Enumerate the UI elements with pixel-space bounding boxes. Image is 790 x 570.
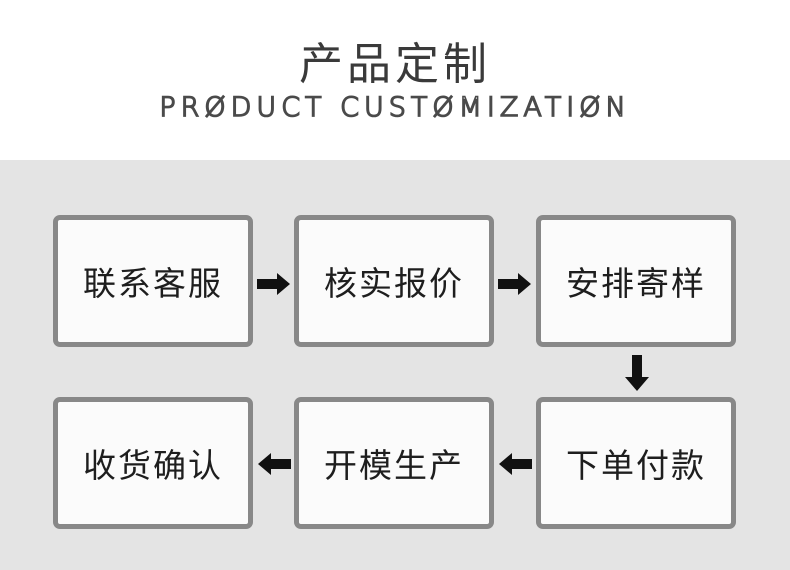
step-mold-production: 开模生产	[294, 397, 494, 529]
arrow-left-icon	[258, 453, 291, 475]
step-order-payment: 下单付款	[536, 397, 736, 529]
step-label: 核实报价	[324, 264, 464, 303]
step-label: 联系客服	[83, 264, 223, 303]
arrow-left-icon	[499, 453, 532, 475]
arrow-right-icon	[498, 273, 531, 295]
step-contact-service: 联系客服	[53, 215, 253, 347]
step-label: 开模生产	[324, 446, 464, 485]
page-title: 产品定制	[299, 39, 491, 90]
step-arrange-sample: 安排寄样	[536, 215, 736, 347]
step-receipt-confirm: 收货确认	[53, 397, 253, 529]
step-label: 下单付款	[566, 446, 706, 485]
page-subtitle: PRØDUCT CUSTØMIZATIØN	[159, 91, 631, 124]
arrow-right-icon	[257, 273, 290, 295]
header: 产品定制 PRØDUCT CUSTØMIZATIØN	[0, 0, 790, 160]
step-label: 收货确认	[83, 446, 223, 485]
step-verify-quote: 核实报价	[294, 215, 494, 347]
arrow-down-icon	[625, 355, 649, 391]
step-label: 安排寄样	[566, 264, 706, 303]
